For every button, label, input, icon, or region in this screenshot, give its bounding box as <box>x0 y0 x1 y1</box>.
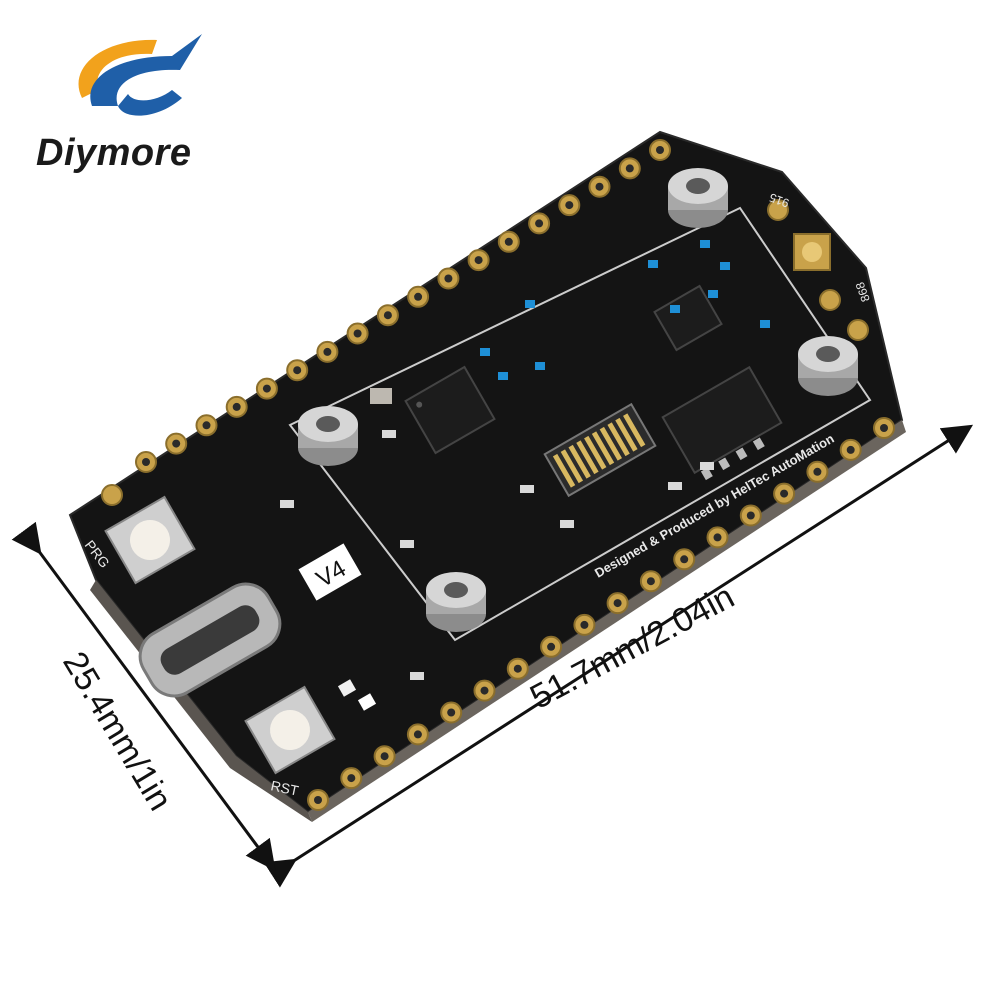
pin-hole <box>613 599 622 608</box>
pin-hole <box>880 424 888 432</box>
pin-hole <box>565 201 574 210</box>
pin-hole <box>504 237 513 246</box>
pin-hole <box>680 555 689 564</box>
pin-hole <box>323 347 332 356</box>
pin-hole <box>535 219 544 228</box>
pin-hole <box>383 311 392 320</box>
smd-components <box>480 240 770 380</box>
pin-hole <box>713 533 722 542</box>
fpc-pin <box>568 444 591 479</box>
side-pins <box>101 199 869 506</box>
pin-hole <box>202 421 211 430</box>
pin-hole <box>353 329 362 338</box>
pin-hole <box>813 467 822 476</box>
pin-hole <box>746 511 755 520</box>
pin-hole <box>780 489 789 498</box>
flash-chip <box>661 365 783 481</box>
pin-hole <box>474 256 483 265</box>
diymore-logo-icon <box>78 34 202 116</box>
fpc-connector <box>543 402 657 498</box>
pin-hole <box>444 274 453 283</box>
rst-silkscreen: RST <box>269 777 300 799</box>
pin-hole <box>347 774 356 783</box>
fpc-pin <box>607 422 630 457</box>
pin-hole <box>846 445 855 454</box>
status-leds <box>337 679 377 711</box>
top-pin-header <box>135 139 671 473</box>
pin-hole <box>414 292 423 301</box>
prg-button <box>104 495 196 585</box>
fpc-pin <box>552 453 576 488</box>
fpc-pin <box>599 426 622 461</box>
fpc-pin <box>591 431 615 466</box>
band-915-silkscreen: 915 <box>767 190 791 210</box>
antenna-connector <box>793 233 831 271</box>
pin-hole <box>232 402 241 411</box>
rst-button <box>244 685 336 775</box>
pin-hole <box>314 796 322 804</box>
pin-hole <box>513 664 522 673</box>
height-dimension-arrow <box>11 521 276 871</box>
band-868-silkscreen: 868 <box>853 280 873 304</box>
pin-hole <box>656 146 664 154</box>
fpc-pin <box>576 440 599 475</box>
pin-hole <box>547 642 556 651</box>
pin-hole <box>142 458 150 466</box>
pin-hole <box>293 366 302 375</box>
pin-hole <box>172 439 181 448</box>
fpc-pin <box>584 435 607 470</box>
passive-components <box>280 388 714 680</box>
pin-hole <box>480 686 489 695</box>
pin-hole <box>262 384 271 393</box>
pin-hole <box>580 620 589 629</box>
pin-hole <box>646 577 655 586</box>
pin-hole <box>625 164 634 173</box>
pin-hole <box>413 730 422 739</box>
fpc-pin <box>615 417 638 452</box>
lora-chip <box>404 365 496 455</box>
fpc-pin <box>560 449 584 484</box>
width-dimension-arrow <box>263 424 974 888</box>
pin-hole <box>447 708 456 717</box>
usb-c-port <box>138 582 282 698</box>
small-ic <box>653 284 723 352</box>
mounting-standoffs <box>298 168 858 632</box>
pin-hole <box>595 182 604 191</box>
bottom-pin-header <box>307 417 895 811</box>
version-label-box: V4 <box>298 543 362 601</box>
fpc-pin <box>623 413 646 448</box>
pin-hole <box>380 752 389 761</box>
brand-name: Diymore <box>36 132 192 174</box>
